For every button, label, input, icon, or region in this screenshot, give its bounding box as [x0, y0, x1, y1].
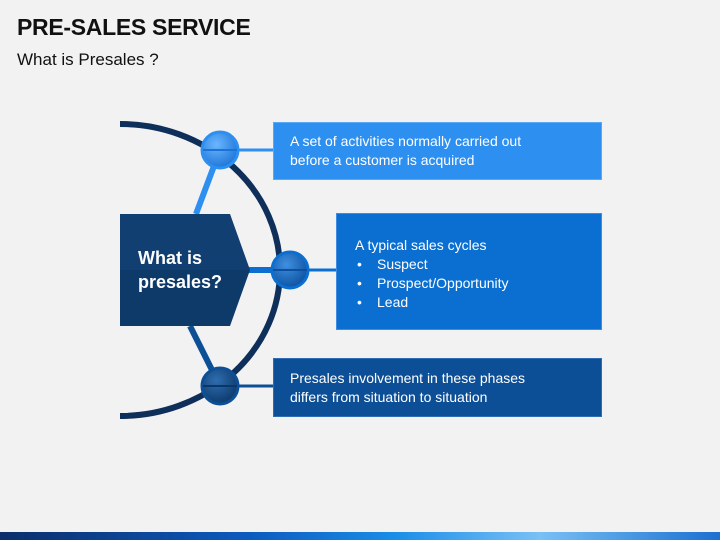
info-box-top: A set of activities normally carried out… — [273, 122, 602, 180]
sales-cycle-list: Suspect Prospect/Opportunity Lead — [355, 255, 583, 312]
footer-bar — [0, 532, 720, 540]
box-middle-heading: A typical sales cycles — [355, 237, 487, 253]
node-top — [200, 130, 240, 170]
center-label-line2: presales? — [138, 272, 223, 292]
center-hexagon — [120, 214, 250, 326]
box-top-line1: A set of activities normally carried out — [290, 133, 522, 149]
list-item: Suspect — [355, 255, 583, 274]
center-label-line1: What is — [138, 248, 203, 268]
list-item: Prospect/Opportunity — [355, 274, 583, 293]
page-title: PRE-SALES SERVICE — [17, 14, 251, 40]
node-bottom — [200, 366, 240, 406]
box-bottom-line1: Presales involvement in these phases — [290, 370, 526, 386]
info-box-bottom: Presales involvement in these phases dif… — [273, 358, 602, 417]
box-bottom-line2: differs from situation to situation — [290, 389, 488, 405]
list-item: Lead — [355, 293, 583, 312]
node-middle — [270, 250, 310, 290]
box-top-line2: before a customer is acquired — [290, 152, 475, 168]
info-box-middle: A typical sales cycles Suspect Prospect/… — [336, 213, 602, 330]
center-label: What is presales? — [138, 246, 238, 294]
page-subtitle: What is Presales ? — [17, 50, 159, 69]
